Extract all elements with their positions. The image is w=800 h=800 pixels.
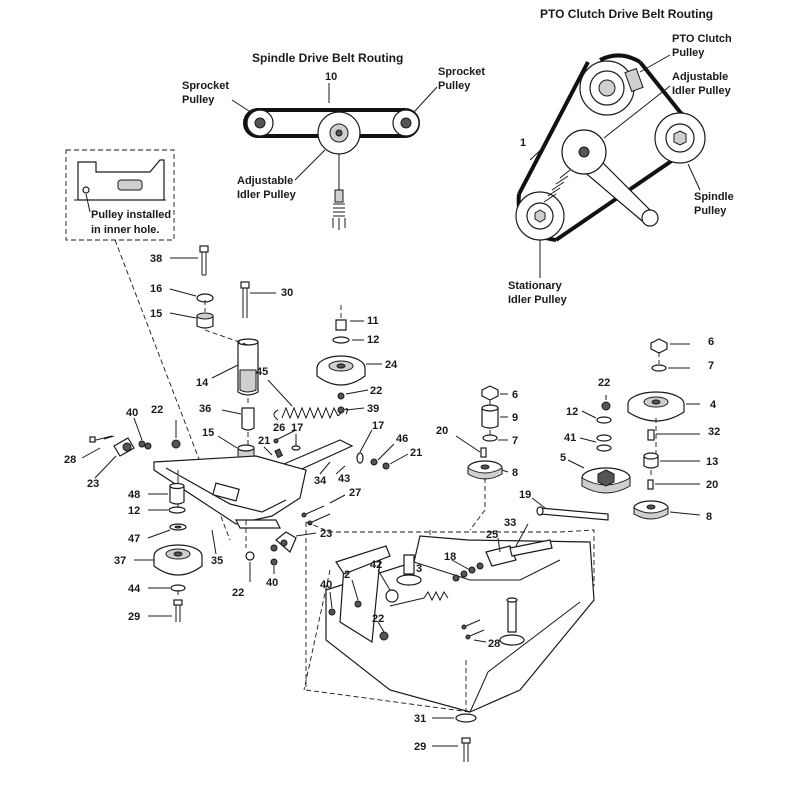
callout-40c: 40 xyxy=(320,579,332,591)
callout-22e: 22 xyxy=(372,613,384,625)
callout-47: 47 xyxy=(128,533,140,545)
callout-23a: 23 xyxy=(87,478,99,490)
label-adj-idler-pto-2: Idler Pulley xyxy=(672,85,732,97)
callout-14: 14 xyxy=(196,377,209,389)
spindle-belt-routing: Spindle Drive Belt Routing 10 Sprocket P… xyxy=(182,51,485,230)
callout-4: 4 xyxy=(710,399,717,411)
label-spindle-pulley-1: Spindle xyxy=(694,191,734,203)
callout-22a: 22 xyxy=(370,385,382,397)
callout-41: 41 xyxy=(564,432,576,444)
inset-note-line-1: Pulley installed xyxy=(91,209,171,221)
callout-6b: 6 xyxy=(708,336,714,348)
callout-10: 10 xyxy=(325,71,337,83)
label-stationary-idler-2: Idler Pulley xyxy=(508,294,568,306)
callout-28b: 28 xyxy=(488,638,500,650)
label-pto-clutch-1: PTO Clutch xyxy=(672,33,732,45)
callout-48: 48 xyxy=(128,489,140,501)
label-adj-idler-pto-1: Adjustable xyxy=(672,71,728,83)
callout-39: 39 xyxy=(367,403,379,415)
label-adjustable-idler-1: Adjustable xyxy=(237,175,293,187)
callout-32: 32 xyxy=(708,426,720,438)
callout-35: 35 xyxy=(211,555,223,567)
callout-23b: 23 xyxy=(320,528,332,540)
callout-12b: 12 xyxy=(128,505,140,517)
label-sprocket-right-2: Pulley xyxy=(438,80,471,92)
callout-43: 43 xyxy=(338,473,350,485)
label-sprocket-left-1: Sprocket xyxy=(182,80,229,92)
callout-44: 44 xyxy=(128,583,141,595)
callout-15b: 15 xyxy=(202,427,214,439)
label-adjustable-idler-2: Idler Pulley xyxy=(237,189,297,201)
callout-3: 3 xyxy=(416,563,422,575)
callout-40b: 40 xyxy=(266,577,278,589)
callout-24: 24 xyxy=(385,359,398,371)
callout-21a: 21 xyxy=(258,435,270,447)
mower-deck: 33 25 18 3 42 2 40 22 28 31 xyxy=(303,509,595,762)
callout-13: 13 xyxy=(706,456,718,468)
callout-29a: 29 xyxy=(128,611,140,623)
spindle-routing-title: Spindle Drive Belt Routing xyxy=(252,51,403,65)
callout-45: 45 xyxy=(256,366,268,378)
callout-8b: 8 xyxy=(706,511,712,523)
callout-1: 1 xyxy=(520,137,526,149)
callout-5: 5 xyxy=(560,452,566,464)
callout-27: 27 xyxy=(349,487,361,499)
callout-31: 31 xyxy=(414,713,426,725)
callout-30: 30 xyxy=(281,287,293,299)
callout-19: 19 xyxy=(519,489,531,501)
inset-note-line-2: in inner hole. xyxy=(91,224,159,236)
callout-20a: 20 xyxy=(436,425,448,437)
right-assembly: 6 9 7 20 8 6 7 4 22 12 xyxy=(436,336,720,523)
callout-9: 9 xyxy=(512,412,518,424)
callout-15a: 15 xyxy=(150,308,162,320)
callout-8a: 8 xyxy=(512,467,518,479)
callout-40a: 40 xyxy=(126,407,138,419)
label-sprocket-right-1: Sprocket xyxy=(438,66,485,78)
callout-6a: 6 xyxy=(512,389,518,401)
callout-28a: 28 xyxy=(64,454,76,466)
callout-20b: 20 xyxy=(706,479,718,491)
callout-12a: 12 xyxy=(367,334,379,346)
left-assembly: 38 16 15 30 14 36 15 21 xyxy=(64,245,422,623)
callout-36: 36 xyxy=(199,403,211,415)
callout-12c: 12 xyxy=(566,406,578,418)
callout-34: 34 xyxy=(314,475,327,487)
callout-22c: 22 xyxy=(232,587,244,599)
label-spindle-pulley-2: Pulley xyxy=(694,205,727,217)
callout-33: 33 xyxy=(504,517,516,529)
callout-26: 26 xyxy=(273,422,285,434)
callout-25: 25 xyxy=(486,529,498,541)
callout-16: 16 xyxy=(150,283,162,295)
label-stationary-idler-1: Stationary xyxy=(508,280,563,292)
label-sprocket-left-2: Pulley xyxy=(182,94,215,106)
callout-17b: 17 xyxy=(372,420,384,432)
callout-22d: 22 xyxy=(598,377,610,389)
pto-belt-routing: PTO Clutch Drive Belt Routing 1 PTO Clut… xyxy=(508,7,734,306)
deck-shell xyxy=(325,535,595,713)
tension-spring xyxy=(281,406,339,420)
callout-7a: 7 xyxy=(512,435,518,447)
inset-detail: Pulley installed in inner hole. xyxy=(65,149,231,541)
callout-18: 18 xyxy=(444,551,456,563)
callout-7b: 7 xyxy=(708,360,714,372)
callout-2: 2 xyxy=(344,569,350,581)
pto-routing-title: PTO Clutch Drive Belt Routing xyxy=(540,7,713,21)
callout-38: 38 xyxy=(150,253,162,265)
callout-17a: 17 xyxy=(291,422,303,434)
callout-29b: 29 xyxy=(414,741,426,753)
callout-37: 37 xyxy=(114,555,126,567)
callout-11: 11 xyxy=(367,315,379,327)
label-pto-clutch-2: Pulley xyxy=(672,47,705,59)
callout-42: 42 xyxy=(370,559,382,571)
callout-46: 46 xyxy=(396,433,408,445)
callout-22b: 22 xyxy=(151,404,163,416)
callout-21b: 21 xyxy=(410,447,422,459)
